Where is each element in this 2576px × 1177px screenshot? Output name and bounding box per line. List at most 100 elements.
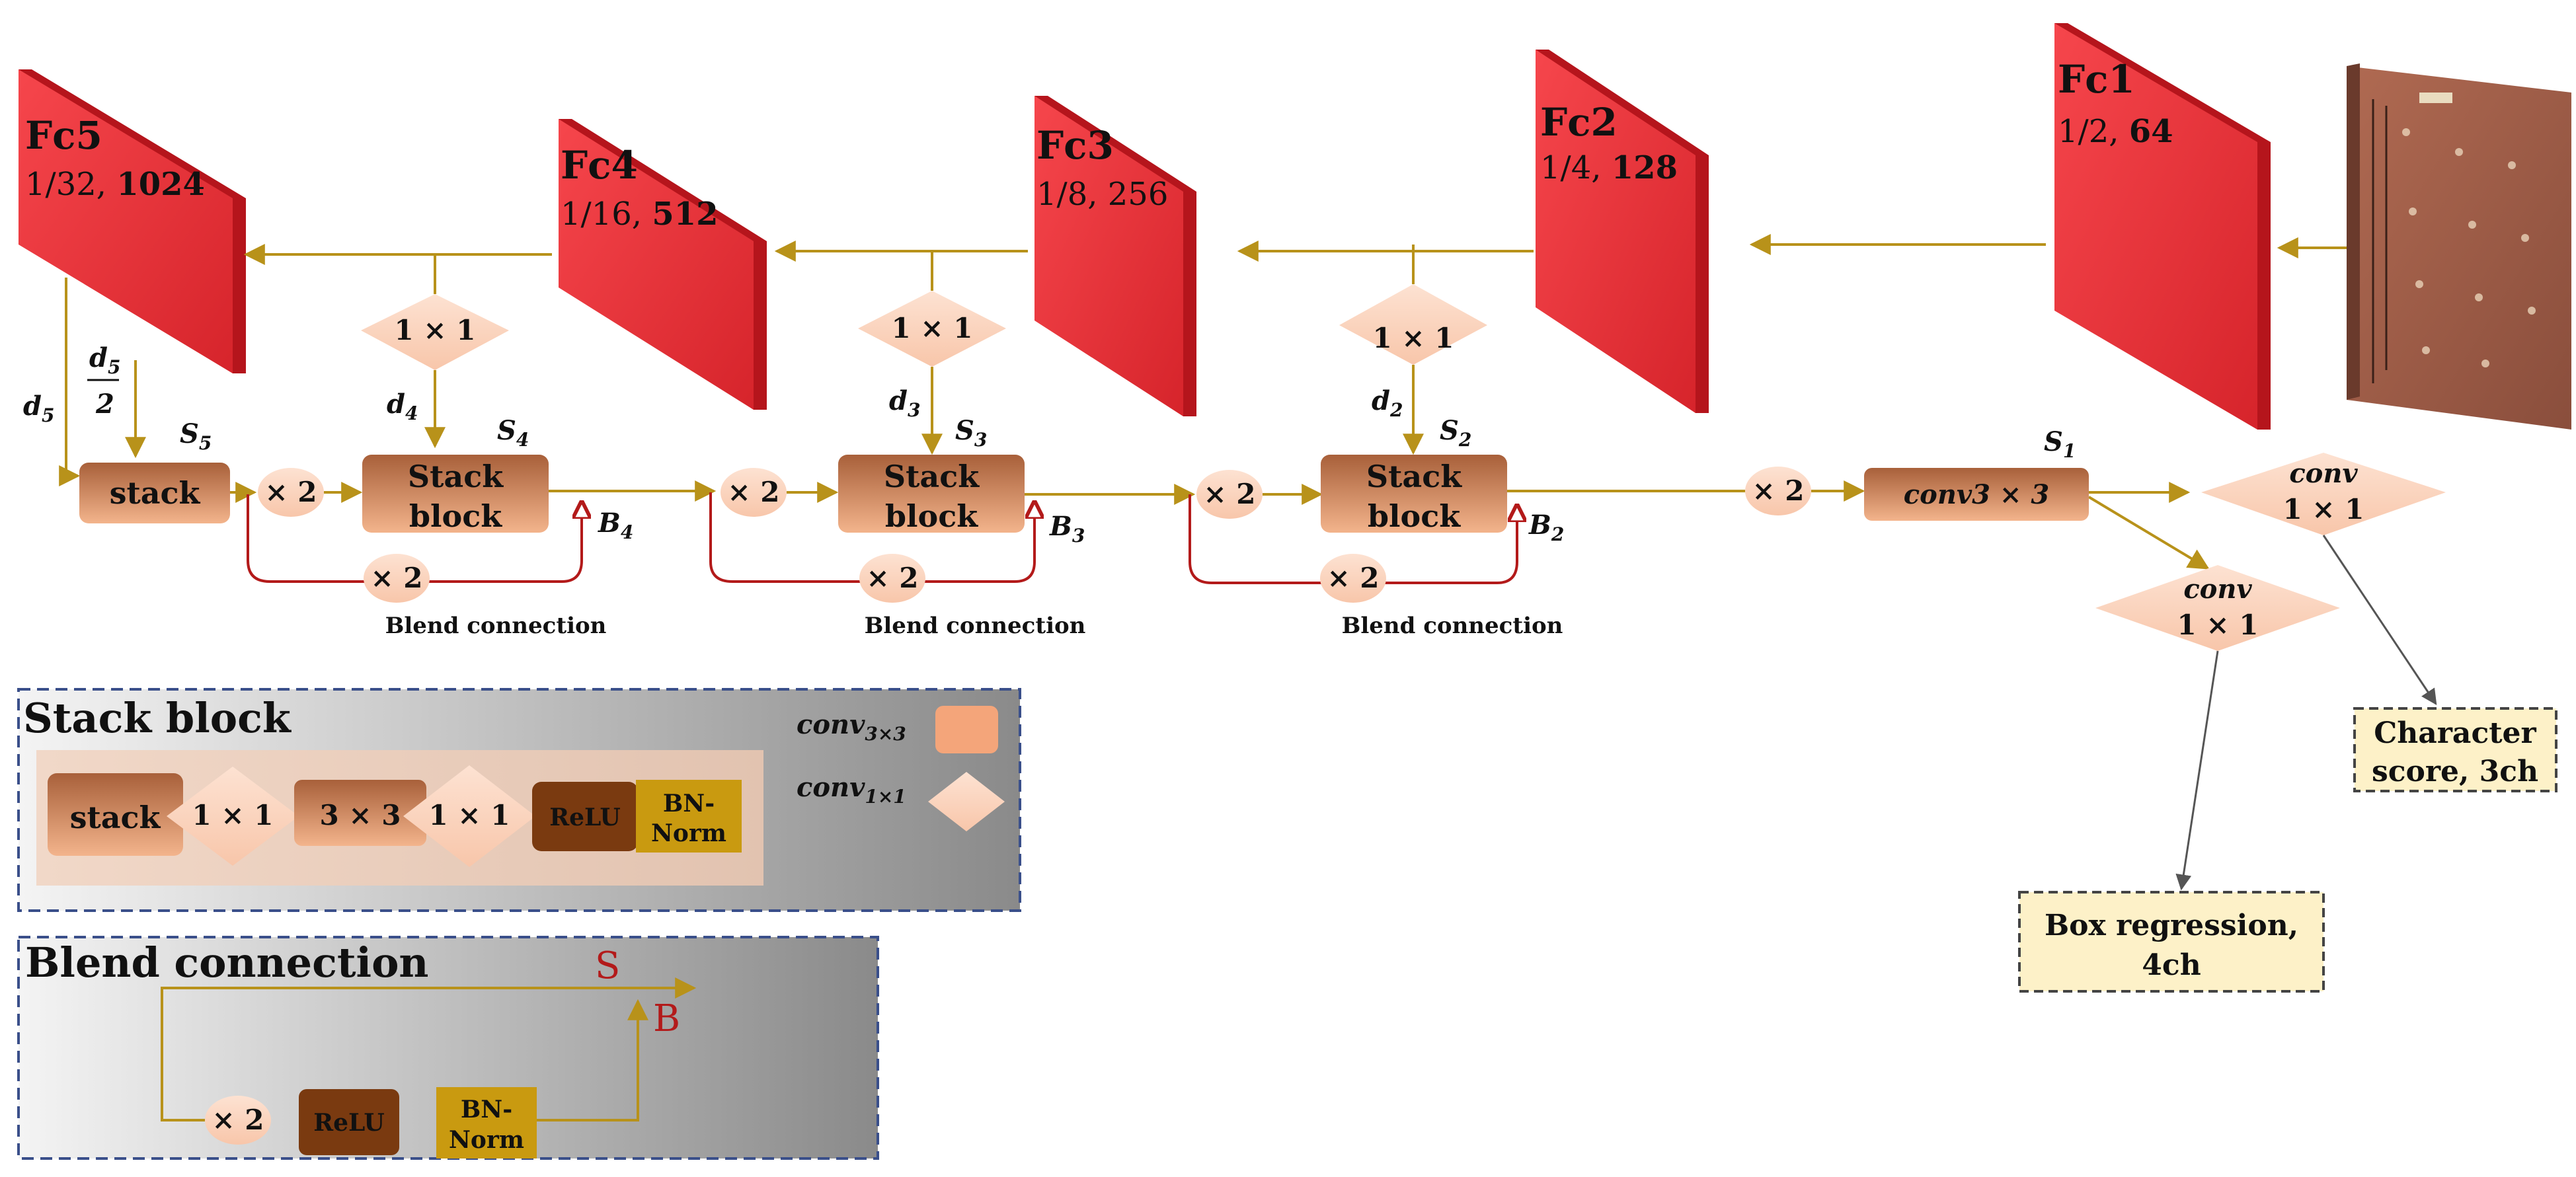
svg-text:1/2, 64: 1/2, 64 — [2058, 113, 2173, 150]
svg-text:1 × 1: 1 × 1 — [2177, 609, 2259, 641]
svg-text:stack: stack — [110, 475, 201, 511]
legend-blend-upsample: × 2 — [205, 1096, 271, 1145]
svg-text:× 2: × 2 — [212, 1104, 264, 1136]
s2-label: S2 — [1440, 415, 1471, 451]
stack-block-2: Stack block — [1321, 455, 1507, 534]
svg-text:1/32, 1024: 1/32, 1024 — [25, 166, 205, 203]
fc5-layer: Fc5 1/32, 1024 — [19, 69, 246, 373]
fc5-to-stack-arrows — [59, 278, 146, 486]
svg-text:1/4, 128: 1/4, 128 — [1540, 149, 1678, 186]
legend-b-label: B — [653, 997, 680, 1040]
fc2-scale: 1/4 — [1540, 149, 1591, 186]
b2-label: B2 — [1528, 510, 1564, 545]
s4-label: S4 — [497, 415, 529, 451]
legend-blend-lines — [161, 977, 697, 1121]
output-arrows — [2175, 535, 2437, 891]
upsample-circle-3: × 2 — [1196, 470, 1263, 519]
fc3-scale: 1/8 — [1036, 176, 1087, 213]
svg-text:1 × 1: 1 × 1 — [192, 799, 274, 831]
legend-key-conv3x3: conv3×3 — [797, 706, 998, 753]
s1-label: S1 — [2044, 426, 2076, 462]
legend-stack-box: stack — [48, 773, 183, 856]
blend-label-2: Blend connection — [1342, 613, 1563, 639]
conv1x1-diamond-fc2: 1 × 1 — [1339, 284, 1487, 365]
svg-text:Stack: Stack — [884, 459, 980, 494]
svg-text:× 2: × 2 — [370, 562, 422, 594]
legend-blend-connection: Blend connection × 2 ReLU BN- Norm S B — [17, 936, 879, 1160]
top-flow-arrows — [243, 234, 2347, 265]
legend-blend-bn-norm: BN- Norm — [436, 1087, 537, 1158]
blend-upsample-4: × 2 — [364, 554, 430, 603]
fc3-layer: Fc3 1/8, 256 — [1034, 96, 1196, 416]
legend-relu: ReLU — [532, 782, 638, 851]
svg-text:stack: stack — [70, 800, 161, 835]
svg-text:3 × 3: 3 × 3 — [320, 799, 401, 831]
stack-box: stack — [79, 463, 230, 523]
svg-text:BN-: BN- — [461, 1096, 512, 1123]
fc4-scale: 1/16 — [561, 196, 632, 233]
conv1x1-box-head: conv 1 × 1 — [2095, 565, 2340, 651]
fc1-scale: 1/2 — [2058, 113, 2109, 150]
fc3-channels: 256 — [1108, 176, 1169, 213]
legend-s-label: S — [595, 944, 620, 987]
svg-text:× 2: × 2 — [727, 476, 779, 508]
svg-text:score, 3ch: score, 3ch — [2372, 755, 2538, 788]
svg-text:conv: conv — [2289, 458, 2358, 489]
legend-bn-norm: BN- Norm — [636, 780, 742, 853]
branch-lines — [434, 245, 1415, 294]
svg-text:ReLU: ReLU — [313, 1109, 385, 1137]
svg-text:× 2: × 2 — [1752, 475, 1804, 507]
fc1-name: Fc1 — [2058, 57, 2135, 102]
fc2-channels: 128 — [1612, 149, 1678, 186]
d5-label: d5 — [23, 391, 54, 426]
svg-text:2: 2 — [95, 389, 114, 420]
main-flow-arrows — [230, 480, 2210, 570]
s3-label: S3 — [955, 415, 987, 451]
stack-block-4: Stack block — [362, 455, 549, 534]
svg-text:Stack: Stack — [1366, 459, 1462, 494]
conv1x1-character-head: conv 1 × 1 — [2201, 453, 2446, 535]
svg-text:conv3 × 3: conv3 × 3 — [1904, 479, 2049, 510]
upsample-circle-4: × 2 — [1745, 467, 1811, 515]
fc4-channels: 512 — [652, 196, 718, 233]
svg-text:1 × 1: 1 × 1 — [1373, 322, 1454, 354]
svg-text:conv: conv — [2183, 574, 2252, 605]
blend-upsample-3: × 2 — [859, 554, 925, 603]
fc4-layer: Fc4 1/16, 512 — [559, 119, 767, 410]
legend-blend-relu: ReLU — [299, 1089, 399, 1155]
svg-text:1 × 1: 1 × 1 — [2283, 493, 2364, 525]
svg-text:block: block — [409, 498, 502, 534]
fc4-name: Fc4 — [561, 143, 638, 188]
fc5-scale: 1/32 — [25, 166, 97, 203]
legend-key-conv1x1: conv1×1 — [797, 772, 1005, 831]
d2-label: d2 — [1372, 385, 1403, 421]
blend-label-3: Blend connection — [865, 613, 1086, 639]
fc1-channels: 64 — [2129, 113, 2173, 150]
b3-label: B3 — [1049, 511, 1085, 547]
conv1x1-diamond-fc4: 1 × 1 — [361, 294, 509, 370]
svg-text:1 × 1: 1 × 1 — [395, 314, 476, 346]
svg-text:block: block — [1368, 498, 1461, 534]
legend-blend-title: Blend connection — [25, 938, 429, 987]
svg-text:× 2: × 2 — [264, 476, 317, 508]
d3-label: d3 — [889, 385, 920, 421]
b4-label: B4 — [598, 508, 633, 543]
legend-conv1x1-a: 1 × 1 — [167, 767, 299, 866]
d4-label: d4 — [387, 389, 418, 424]
svg-text:BN-: BN- — [663, 790, 715, 817]
conv1x1-diamond-fc3: 1 × 1 — [858, 291, 1006, 367]
input-image — [2347, 63, 2571, 430]
legend-stack-block: Stack block stack 1 × 1 3 × 3 1 × 1 ReLU… — [17, 688, 1021, 912]
fc2-name: Fc2 — [1540, 100, 1618, 145]
svg-text:1 × 1: 1 × 1 — [429, 799, 510, 831]
fc5-channels: 1024 — [116, 166, 205, 203]
s5-label: S5 — [180, 418, 212, 454]
svg-text:× 2: × 2 — [1327, 562, 1379, 594]
fc3-name: Fc3 — [1036, 123, 1114, 168]
svg-text:Norm: Norm — [651, 819, 726, 847]
svg-text:1 × 1: 1 × 1 — [892, 312, 973, 344]
blend-upsample-2: × 2 — [1320, 554, 1386, 603]
stack-block-3: Stack block — [838, 455, 1025, 534]
blend-label-4: Blend connection — [385, 613, 607, 639]
